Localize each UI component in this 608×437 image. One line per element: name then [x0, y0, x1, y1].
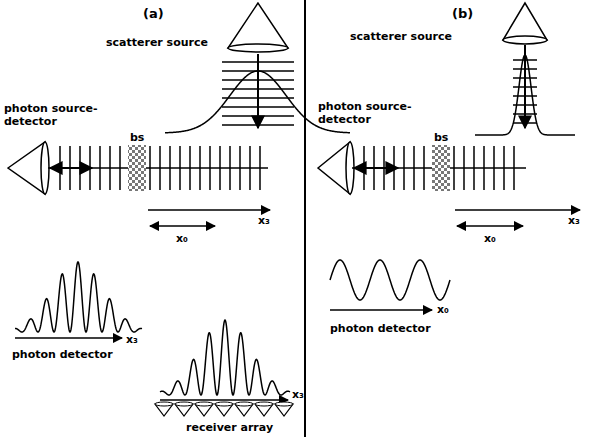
x0-range	[457, 225, 523, 227]
text-label: bs	[130, 131, 144, 144]
panel-label: (a)	[143, 6, 164, 21]
receiver-lens	[235, 402, 253, 406]
text-label: x₃	[292, 388, 304, 401]
text-label: photon source-detector	[4, 102, 100, 128]
lens	[503, 36, 547, 44]
x0-range	[150, 225, 215, 227]
lens	[41, 142, 49, 194]
text-label: x₀	[484, 232, 496, 245]
text-label: photon detector	[330, 322, 431, 335]
source-cone	[228, 3, 288, 48]
text-label: bs	[434, 131, 448, 144]
beam-splitter	[432, 145, 450, 191]
x3-axis	[148, 209, 270, 211]
receiver-lens	[155, 402, 173, 406]
x0-axis	[330, 309, 432, 311]
text-label: x₃	[126, 333, 138, 346]
two-way-arrow	[354, 167, 398, 169]
source-cone	[503, 3, 547, 40]
propagation-arrow	[257, 54, 259, 128]
lens	[228, 44, 288, 52]
receiver-lens	[195, 402, 213, 406]
x3-axis	[455, 209, 580, 211]
text-label: x₃	[568, 214, 580, 227]
panel-label: (b)	[452, 6, 473, 21]
interference-pattern	[15, 262, 142, 332]
interference-pattern	[160, 320, 290, 395]
text-label: photon detector	[12, 348, 113, 361]
detector-cone	[8, 142, 45, 194]
beam-splitter	[128, 145, 146, 191]
panel-divider	[304, 0, 306, 437]
receiver-lens	[175, 402, 193, 406]
text-label: photon source-detector	[318, 100, 414, 126]
text-label: receiver array	[186, 421, 273, 434]
text-label: x₀	[437, 303, 449, 316]
text-label: x₀	[176, 232, 188, 245]
text-label: x₃	[258, 214, 270, 227]
x3-axis	[160, 399, 288, 401]
x3-axis	[15, 337, 122, 339]
sine-signal	[330, 260, 450, 300]
propagation-arrow	[524, 45, 526, 128]
receiver-lens	[255, 402, 273, 406]
detector-cone	[318, 142, 350, 194]
text-label: scatterer source	[106, 36, 208, 49]
receiver-lens	[215, 402, 233, 406]
receiver-lens	[275, 402, 293, 406]
two-way-arrow	[50, 167, 92, 169]
text-label: scatterer source	[350, 30, 452, 43]
beam-axis	[48, 167, 268, 169]
